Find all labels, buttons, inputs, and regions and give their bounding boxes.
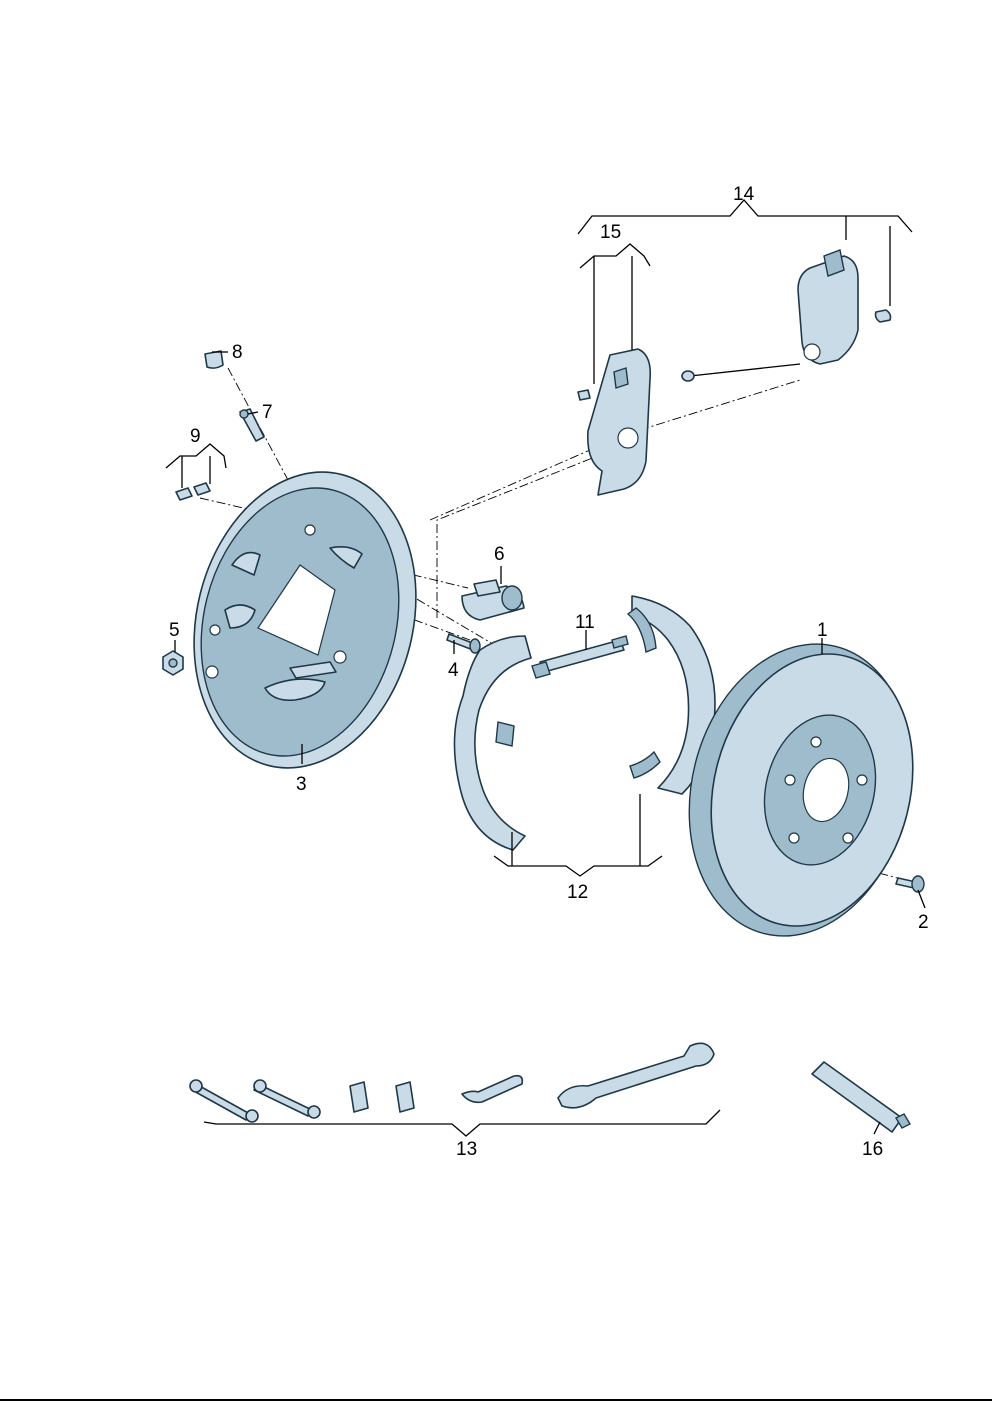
callout-4: 4 [448,660,459,681]
backing-plate [193,471,417,769]
bleeder-cap [204,350,224,369]
grease-tube [811,1061,911,1133]
hardware-kit [189,1042,715,1123]
callout-6: 6 [494,544,505,565]
callout-5: 5 [169,620,180,641]
callout-14: 14 [733,184,755,205]
callout-9: 9 [190,426,201,447]
callout-1: 1 [817,620,828,641]
wheel-cylinder [461,579,525,621]
callout-7: 7 [262,402,273,423]
shoe-adjuster [531,635,629,679]
callout-13: 13 [456,1139,477,1160]
callout-3: 3 [296,774,307,795]
brake-drum [688,643,914,937]
wheel-speed-sensor [681,249,892,382]
callout-11: 11 [575,612,595,633]
sensor-bracket [577,348,652,496]
callout-2: 2 [918,912,929,933]
callout-16: 16 [862,1139,883,1160]
callout-8: 8 [232,342,243,363]
drum-bolt [895,875,925,893]
nut [162,650,184,676]
callout-12: 12 [567,882,588,903]
bolt [446,633,481,654]
callout-15: 15 [600,222,621,243]
brake-shoes [453,595,716,851]
callout-labels: 1 2 3 4 5 6 7 8 9 11 12 13 14 15 16 [169,184,929,1160]
leader-lines [165,199,926,1137]
bleeder-valve [239,408,265,442]
fittings [175,482,211,501]
